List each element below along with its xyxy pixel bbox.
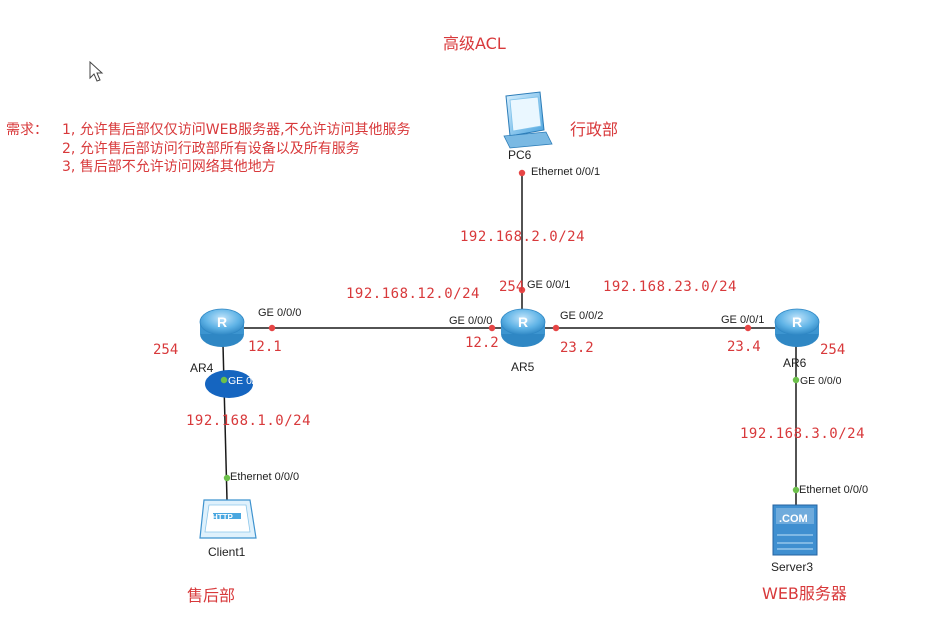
port-label: GE 0/0/0 — [800, 375, 842, 387]
interface-address: 23.4 — [727, 339, 761, 355]
port-label: Ethernet 0/0/0 — [799, 484, 869, 496]
port-label: GE 0/0/1 — [527, 279, 571, 291]
interface-address: 254 — [153, 342, 179, 358]
device-label-ar5: AR5 — [511, 360, 535, 374]
server-icon-text: .COM — [779, 513, 808, 525]
dept-label-admin: 行政部 — [570, 120, 619, 139]
port-dot-ar5-g001 — [518, 286, 526, 294]
interface-address: 12.1 — [248, 339, 282, 355]
server-icon[interactable] — [772, 504, 818, 556]
subnet-label: 192.168.3.0/24 — [740, 426, 866, 442]
svg-text:R: R — [217, 314, 227, 330]
port-dot-pc6-eth — [518, 169, 526, 177]
port-dot-ar6-g001 — [744, 324, 752, 332]
device-label-server3: Server3 — [771, 560, 814, 574]
interface-address: 12.2 — [465, 335, 499, 351]
interface-address: 23.2 — [560, 340, 594, 356]
device-label-ar6: AR6 — [783, 356, 807, 370]
requirements-prefix: 需求： — [6, 122, 48, 138]
dept-label-web: WEB服务器 — [762, 584, 847, 603]
client-icon[interactable] — [199, 499, 257, 539]
port-label: GE 0/0/0 — [258, 307, 302, 319]
interface-address: 254 — [820, 342, 846, 358]
port-label: GE 0/0/1 — [228, 375, 270, 387]
router-icon[interactable]: R — [199, 308, 245, 347]
requirement-line: 3, 售后部不允许访问网络其他地方 — [62, 159, 276, 175]
port-label: Ethernet 0/0/1 — [531, 166, 601, 178]
port-dot-client-eth — [223, 474, 231, 482]
pc-icon[interactable] — [503, 91, 553, 149]
port-dot-ar4-g000 — [268, 324, 276, 332]
device-label-client1: Client1 — [208, 545, 246, 559]
port-dot-ar5-g002 — [552, 324, 560, 332]
device-label-pc6: PC6 — [508, 148, 532, 162]
port-label: GE 0/0/2 — [560, 310, 604, 322]
port-label: GE 0/0/0 — [449, 315, 493, 327]
requirement-line: 1, 允许售后部仅仅访问WEB服务器,不允许访问其他服务 — [62, 122, 411, 138]
port-dot-server-eth — [792, 486, 800, 494]
svg-text:R: R — [792, 314, 802, 330]
svg-text:R: R — [518, 314, 528, 330]
client-icon-text: HTTP — [212, 513, 233, 522]
router-icon[interactable]: R — [774, 308, 820, 347]
dept-label-sales: 售后部 — [187, 586, 236, 605]
subnet-label: 192.168.2.0/24 — [460, 229, 586, 245]
port-dot-ar6-g000 — [792, 376, 800, 384]
device-label-ar4: AR4 — [190, 361, 214, 375]
subnet-label: 192.168.12.0/24 — [346, 286, 480, 302]
subnet-label: 192.168.1.0/24 — [186, 413, 312, 429]
port-dot-ar5-g000 — [488, 324, 496, 332]
mouse-cursor-icon — [89, 60, 104, 82]
port-label: GE 0/0/1 — [721, 314, 765, 326]
router-icon[interactable]: R — [500, 308, 546, 347]
subnet-label: 192.168.23.0/24 — [603, 279, 737, 295]
port-label: Ethernet 0/0/0 — [230, 471, 300, 483]
diagram-title: 高级ACL — [443, 34, 506, 53]
requirement-line: 2, 允许售后部访问行政部所有设备以及所有服务 — [62, 141, 360, 157]
port-dot-ar4-g001 — [220, 376, 228, 384]
selection-highlight — [205, 370, 253, 398]
interface-address: 254 — [499, 279, 525, 295]
